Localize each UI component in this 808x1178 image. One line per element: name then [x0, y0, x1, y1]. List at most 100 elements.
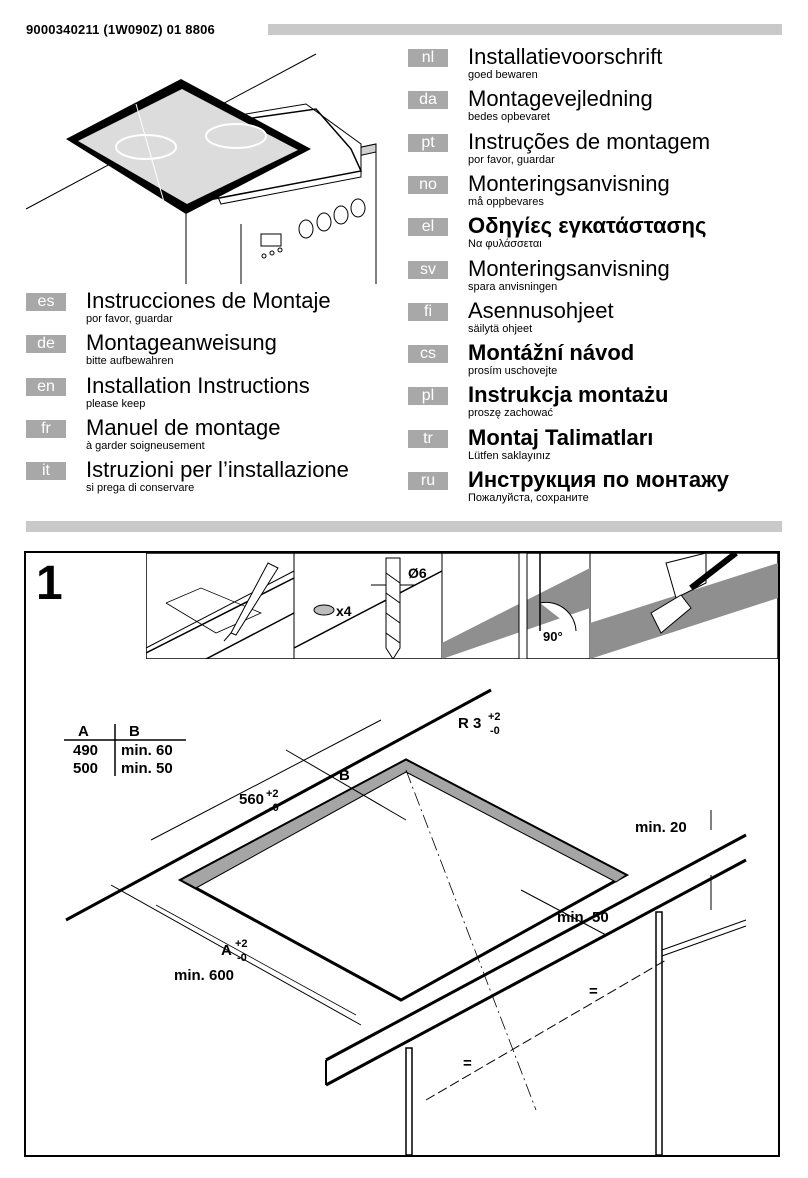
language-code-badge: sv	[408, 260, 448, 279]
language-subtitle: por favor, guardar	[86, 313, 173, 325]
language-title: Monteringsanvisning	[468, 255, 670, 281]
radius-label: R 3	[458, 715, 481, 732]
step-number: 1	[36, 557, 63, 610]
min-50-label: min. 50	[557, 909, 609, 926]
language-code-badge: en	[26, 377, 66, 396]
panel-drilling: x4 Ø6	[293, 557, 443, 659]
language-code-badge: fi	[408, 302, 448, 321]
hole-count-label: x4	[336, 603, 352, 619]
language-code-badge: tr	[408, 429, 448, 448]
min-600-label: min. 600	[174, 967, 234, 984]
angle-label: 90°	[543, 629, 563, 644]
a-label: A	[221, 942, 232, 959]
language-title: Montaj Talimatları	[468, 424, 654, 450]
step-frame	[24, 551, 780, 1157]
language-subtitle: por favor, guardar	[468, 153, 555, 166]
language-code-badge: pl	[408, 387, 448, 406]
language-code-badge: ru	[408, 472, 448, 490]
document-number: 9000340211 (1W090Z) 01 8806	[26, 22, 215, 37]
language-subtitle: prosím uschovejte	[468, 365, 558, 378]
equal-label-1: =	[589, 983, 598, 1000]
language-subtitle: må oppbevares	[468, 195, 544, 208]
table-row2-b: min. 50	[121, 760, 173, 777]
language-code-badge: nl	[408, 49, 448, 67]
language-title: Instrukcja montażu	[468, 382, 669, 408]
language-subtitle: bedes opbevaret	[468, 111, 550, 124]
min-20-label: min. 20	[635, 819, 687, 836]
table-row1-a: 490	[73, 742, 98, 759]
language-title: Montážní návod	[468, 340, 635, 366]
table-row2-a: 500	[73, 760, 98, 777]
width-label: 560	[239, 791, 264, 808]
table-header-a: A	[78, 723, 89, 740]
language-subtitle: Lütfen saklayınız	[468, 449, 551, 462]
language-code-badge: fr	[26, 419, 66, 438]
radius-tol-top: +2	[488, 711, 501, 723]
language-code-badge: de	[26, 335, 66, 354]
b-label: B	[339, 767, 350, 784]
width-tol-top: +2	[266, 788, 279, 800]
dimension-table: A B 490 min. 60 500 min. 50	[64, 723, 186, 777]
table-row1-b: min. 60	[121, 742, 173, 759]
width-tol-bottom: -0	[269, 802, 279, 814]
language-subtitle: säilytä ohjeet	[468, 322, 533, 335]
language-code-badge: es	[26, 293, 66, 311]
radius-tol-bottom: -0	[490, 725, 500, 737]
language-subtitle: bitte aufbewahren	[86, 355, 174, 368]
panel-sawing: 90°	[442, 553, 590, 659]
language-title: Istruzioni per l’installazione	[86, 457, 349, 483]
language-code-badge: pt	[408, 133, 448, 152]
language-subtitle: please keep	[86, 397, 146, 410]
header-divider	[268, 24, 782, 35]
language-title: Инструкция по монтажу	[468, 467, 729, 492]
drill-diameter-label: Ø6	[408, 565, 427, 581]
panel-sealing	[590, 553, 778, 659]
language-title: Installation Instructions	[86, 372, 310, 398]
language-subtitle: spara anvisningen	[468, 280, 558, 293]
language-subtitle: Пожалуйста, сохраните	[468, 492, 589, 504]
language-code-badge: el	[408, 218, 448, 237]
hob-illustration	[26, 53, 377, 284]
section-divider	[26, 521, 782, 532]
language-title: Manuel de montage	[86, 414, 281, 440]
language-title: Instrucciones de Montaje	[86, 288, 331, 313]
language-title: Installatievoorschrift	[468, 44, 663, 69]
language-title: Montageanweisung	[86, 330, 277, 356]
language-subtitle: proszę zachować	[468, 407, 553, 420]
language-title: Instruções de montagem	[468, 128, 711, 154]
cutout-dimension-diagram: A B 490 min. 60 500 min. 50 R 3 +2 -0 56…	[64, 688, 747, 1155]
language-title: Οδηγίες εγκατάστασης	[468, 213, 707, 239]
preparation-strip: x4 Ø6 90°	[146, 553, 778, 659]
language-subtitle: Να φυλάσσεται	[468, 238, 542, 251]
language-subtitle: goed bewaren	[468, 69, 538, 81]
language-title: Asennusohjeet	[468, 297, 614, 323]
panel-marking	[146, 562, 295, 659]
equal-label-2: =	[463, 1055, 472, 1072]
language-code-badge: no	[408, 175, 448, 194]
language-code-badge: da	[408, 91, 448, 110]
language-subtitle: à garder soigneusement	[86, 439, 205, 452]
language-code-badge: it	[26, 462, 66, 481]
language-title: Montagevejledning	[468, 86, 653, 112]
table-header-b: B	[129, 723, 140, 740]
a-tol-top: +2	[235, 938, 248, 950]
language-title: Monteringsanvisning	[468, 170, 670, 196]
language-subtitle: si prega di conservare	[86, 482, 195, 495]
a-tol-bottom: -0	[237, 952, 247, 964]
